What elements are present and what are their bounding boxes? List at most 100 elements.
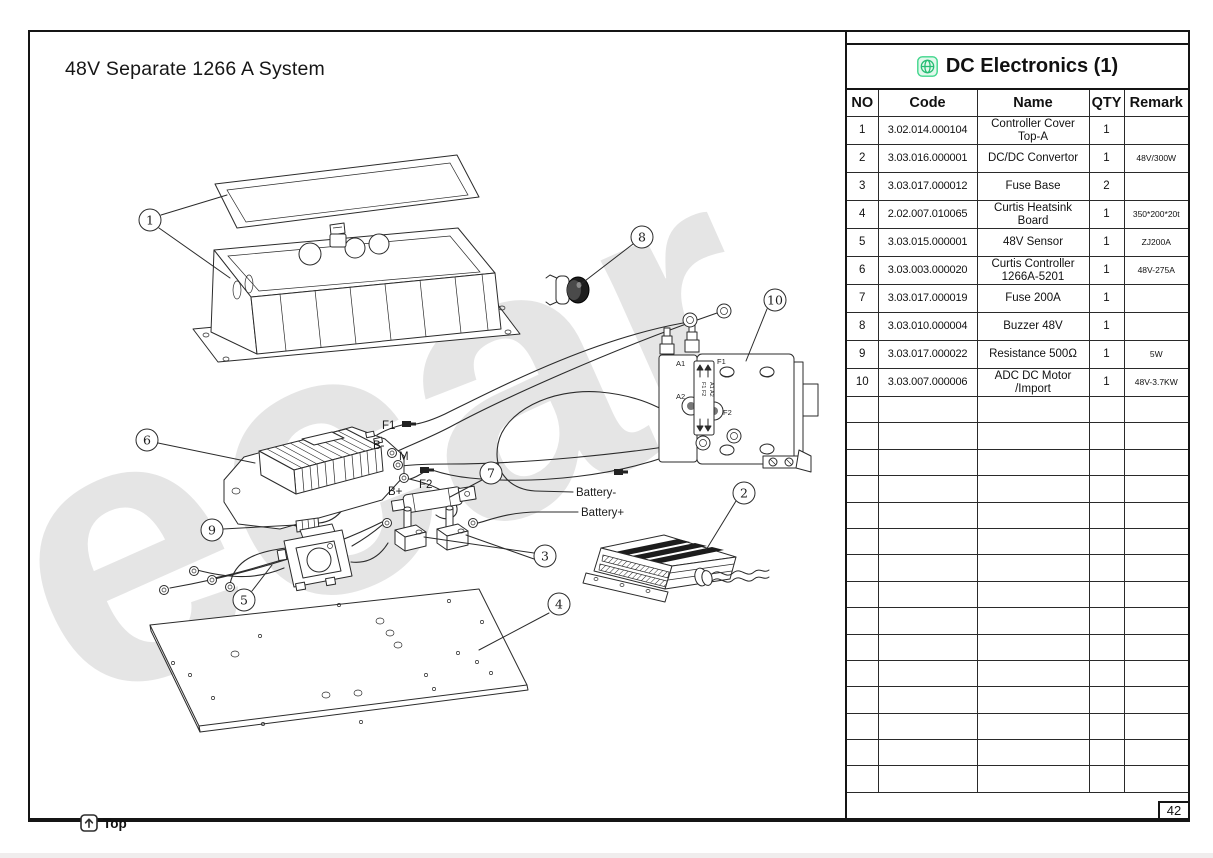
cell-remark: 350*200*20t: [1123, 200, 1188, 229]
empty-cell: [847, 554, 879, 582]
fuse-base-1: [394, 506, 427, 552]
empty-cell: [877, 659, 978, 688]
parts-table-header: NO Code Name QTY Remark: [847, 90, 1188, 117]
cell-qty: 2: [1088, 172, 1125, 201]
svg-text:8: 8: [638, 230, 646, 245]
empty-table-row: [847, 422, 1188, 450]
callout-3: 3: [533, 544, 557, 568]
cell-name: Curtis Heatsink Board: [976, 200, 1090, 229]
empty-cell: [877, 554, 978, 582]
cell-remark: 5W: [1123, 340, 1188, 369]
cell-code: 3.03.015.000001: [877, 228, 978, 257]
empty-cell: [976, 395, 1090, 424]
empty-cell: [877, 739, 978, 767]
cell-no: 3: [847, 172, 879, 201]
bottom-strip: [0, 853, 1213, 858]
empty-cell: [847, 527, 879, 556]
cell-name: Fuse 200A: [976, 284, 1090, 313]
empty-cell: [1123, 633, 1188, 661]
cell-qty: 1: [1088, 284, 1125, 313]
empty-cell: [847, 607, 879, 635]
cell-code: 3.02.014.000104: [877, 116, 978, 145]
cell-no: 4: [847, 200, 879, 229]
callout-7: 7: [479, 461, 503, 485]
empty-cell: [1123, 554, 1188, 582]
empty-table-row: [847, 633, 1188, 661]
empty-cell: [976, 527, 1090, 556]
label-b-minus: B-: [373, 440, 385, 452]
empty-cell: [976, 607, 1090, 635]
callout-9: 9: [200, 518, 224, 542]
svg-text:1: 1: [146, 213, 154, 228]
label-m: M: [399, 451, 409, 463]
cell-code: 3.03.003.000020: [877, 256, 978, 285]
cell-name: ADC DC Motor /Import: [976, 368, 1090, 397]
cell-code: 3.03.010.000004: [877, 312, 978, 341]
callout-10: 10: [763, 288, 787, 312]
empty-cell: [1088, 633, 1125, 661]
empty-cell: [847, 659, 879, 688]
buzzer: [545, 274, 590, 306]
svg-text:5: 5: [240, 593, 248, 608]
empty-cell: [847, 475, 879, 503]
adc-dc-motor: F1 F2 A1 A2 A1 F1 A2 F2: [658, 303, 819, 473]
sensor-48v: [276, 523, 353, 592]
cell-qty: 1: [1088, 256, 1125, 285]
top-link[interactable]: Top: [80, 814, 127, 832]
empty-cell: [1088, 580, 1125, 609]
label-battery-plus: Battery+: [581, 507, 624, 519]
empty-table-row: [847, 765, 1188, 793]
cell-qty: 1: [1088, 228, 1125, 257]
empty-cell: [1123, 527, 1188, 556]
empty-table-row: [847, 712, 1188, 741]
empty-cell: [1088, 554, 1125, 582]
callout-6: 6: [135, 428, 159, 452]
empty-cell: [1123, 607, 1188, 635]
cell-name: Fuse Base: [976, 172, 1090, 201]
empty-cell: [877, 448, 978, 477]
cell-no: 2: [847, 144, 879, 173]
controller-cover-lid: [214, 154, 480, 236]
empty-cell: [1123, 475, 1188, 503]
col-header-name: Name: [976, 90, 1090, 117]
dcdc-convertor: [582, 534, 770, 603]
svg-text:7: 7: [487, 466, 495, 481]
label-f2: F2: [419, 479, 432, 491]
heatsink-board: [149, 588, 529, 733]
empty-table-row: [847, 607, 1188, 635]
empty-cell: [1088, 501, 1125, 529]
cell-no: 5: [847, 228, 879, 257]
empty-cell: [1088, 607, 1125, 635]
empty-cell: [1088, 395, 1125, 424]
cell-qty: 1: [1088, 200, 1125, 229]
empty-cell: [877, 686, 978, 714]
cell-remark: ZJ200A: [1123, 228, 1188, 257]
empty-table-row: [847, 686, 1188, 714]
empty-table-row: [847, 448, 1188, 477]
empty-cell: [1088, 659, 1125, 688]
motor-plate-col2: A1 A2: [708, 382, 714, 397]
cell-remark: 48V/300W: [1123, 144, 1188, 173]
empty-cell: [1088, 448, 1125, 477]
cell-qty: 1: [1088, 116, 1125, 145]
callouts: 1 2 3 4 5 6 7 8 9 10: [135, 208, 787, 616]
cell-name: 48V Sensor: [976, 228, 1090, 257]
empty-cell: [847, 422, 879, 450]
empty-cell: [1088, 712, 1125, 741]
empty-cell: [1088, 475, 1125, 503]
empty-cell: [976, 686, 1090, 714]
cell-name: Resistance 500Ω: [976, 340, 1090, 369]
page-number: 42: [1158, 801, 1188, 818]
empty-cell: [976, 659, 1090, 688]
empty-cell: [877, 527, 978, 556]
empty-cell: [1123, 422, 1188, 450]
empty-cell: [976, 554, 1090, 582]
empty-table-row: [847, 554, 1188, 582]
cell-name: Curtis Controller 1266A-5201: [976, 256, 1090, 285]
